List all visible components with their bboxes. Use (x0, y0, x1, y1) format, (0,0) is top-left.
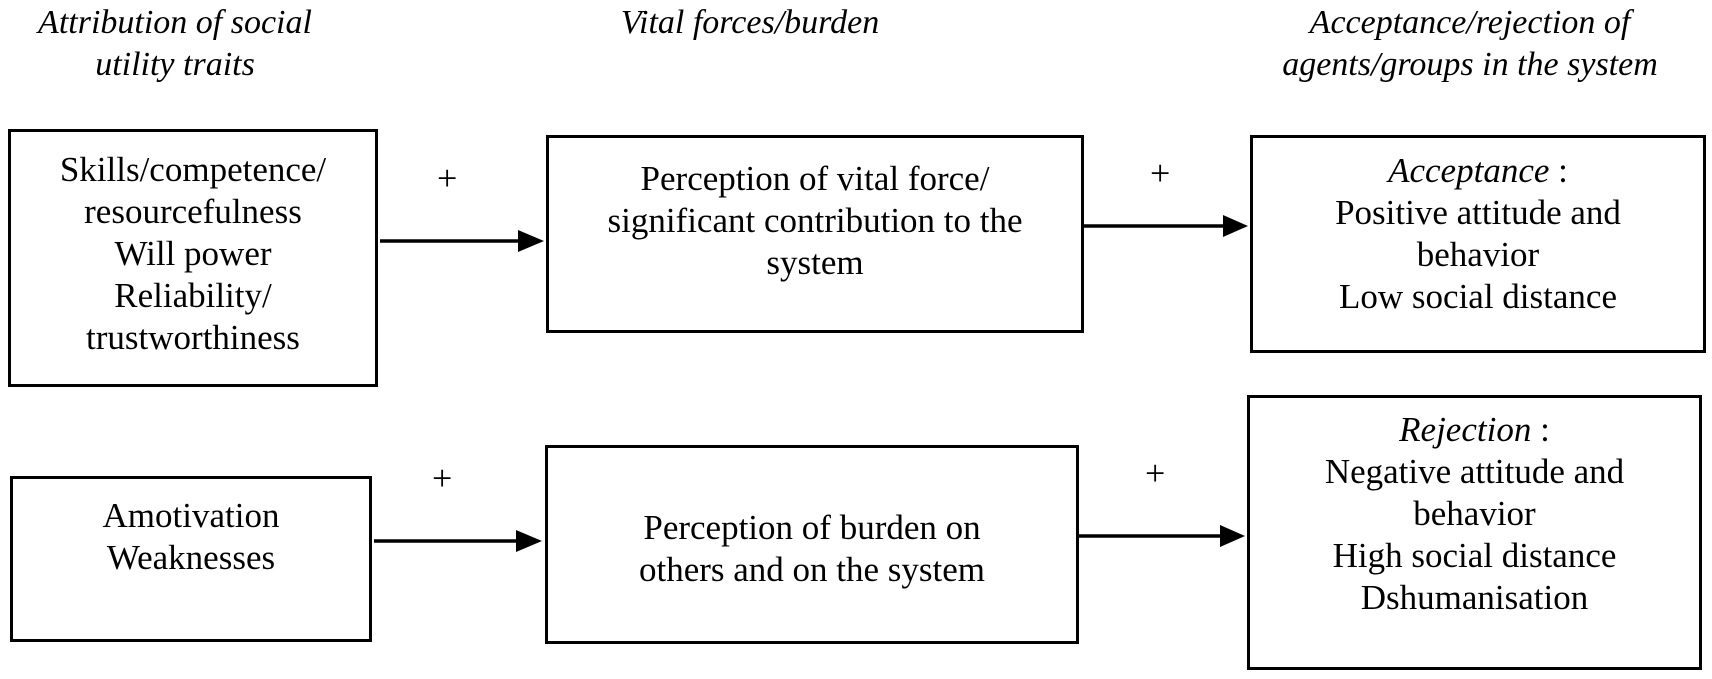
header-attribution-line-2: utility traits (95, 46, 255, 83)
header-vital-forces: Vital forces/burden (560, 2, 940, 44)
box-negative-traits: Amotivation Weaknesses (10, 476, 372, 642)
header-attribution: Attribution of social utility traits (10, 2, 340, 86)
rejection-line-4: Dshumanisation (1360, 578, 1589, 617)
negative-trait-2: Weaknesses (106, 538, 276, 577)
rejection-colon: : (1531, 410, 1550, 449)
vital-force-line-2: significant contribution to the (607, 201, 1023, 240)
box-acceptance: Acceptance : Positive attitude and behav… (1250, 135, 1706, 353)
plus-sign-bottom-left: + (432, 458, 453, 498)
header-attribution-line-1: Attribution of social (38, 4, 312, 41)
box-positive-traits: Skills/competence/ resourcefulness Will … (8, 129, 378, 387)
positive-trait-3: Will power (114, 234, 272, 273)
arrow-vital-force-to-acceptance (1084, 215, 1248, 237)
acceptance-heading: Acceptance : (1253, 150, 1703, 192)
positive-trait-1: Skills/competence/ (59, 150, 327, 189)
burden-line-1: Perception of burden on (643, 508, 981, 547)
arrow-burden-to-rejection (1079, 525, 1245, 547)
header-acceptance-line-2: agents/groups in the system (1282, 46, 1658, 83)
arrow-traits-to-vital-force (380, 230, 544, 252)
plus-sign-top-right: + (1150, 153, 1171, 193)
rejection-line-2: behavior (1413, 494, 1536, 533)
acceptance-colon: : (1549, 151, 1568, 190)
box-burden: Perception of burden on others and on th… (545, 445, 1079, 644)
negative-trait-1: Amotivation (102, 496, 280, 535)
box-vital-force: Perception of vital force/ significant c… (546, 135, 1084, 333)
acceptance-line-1: Positive attitude and (1335, 193, 1621, 232)
header-vital-forces-line-1: Vital forces/burden (620, 4, 880, 41)
vital-force-line-1: Perception of vital force/ (640, 159, 990, 198)
arrow-negative-traits-to-burden (374, 530, 542, 552)
box-rejection: Rejection : Negative attitude and behavi… (1247, 395, 1702, 670)
header-acceptance-line-1: Acceptance/rejection of (1309, 4, 1631, 41)
positive-trait-4: Reliability/ (114, 276, 272, 315)
rejection-line-3: High social distance (1332, 536, 1617, 575)
burden-line-2: others and on the system (638, 550, 986, 589)
rejection-line-1: Negative attitude and (1324, 452, 1625, 491)
plus-sign-bottom-right: + (1145, 453, 1166, 493)
rejection-title: Rejection (1399, 410, 1532, 449)
plus-sign-top-left: + (437, 158, 458, 198)
positive-trait-2: resourcefulness (84, 192, 302, 231)
positive-trait-5: trustworthiness (86, 318, 300, 357)
acceptance-line-3: Low social distance (1339, 277, 1617, 316)
acceptance-line-2: behavior (1416, 235, 1540, 274)
header-acceptance-rejection: Acceptance/rejection of agents/groups in… (1240, 2, 1700, 86)
vital-force-line-3: system (766, 243, 864, 282)
acceptance-title: Acceptance (1388, 151, 1550, 190)
rejection-heading: Rejection : (1250, 409, 1699, 451)
